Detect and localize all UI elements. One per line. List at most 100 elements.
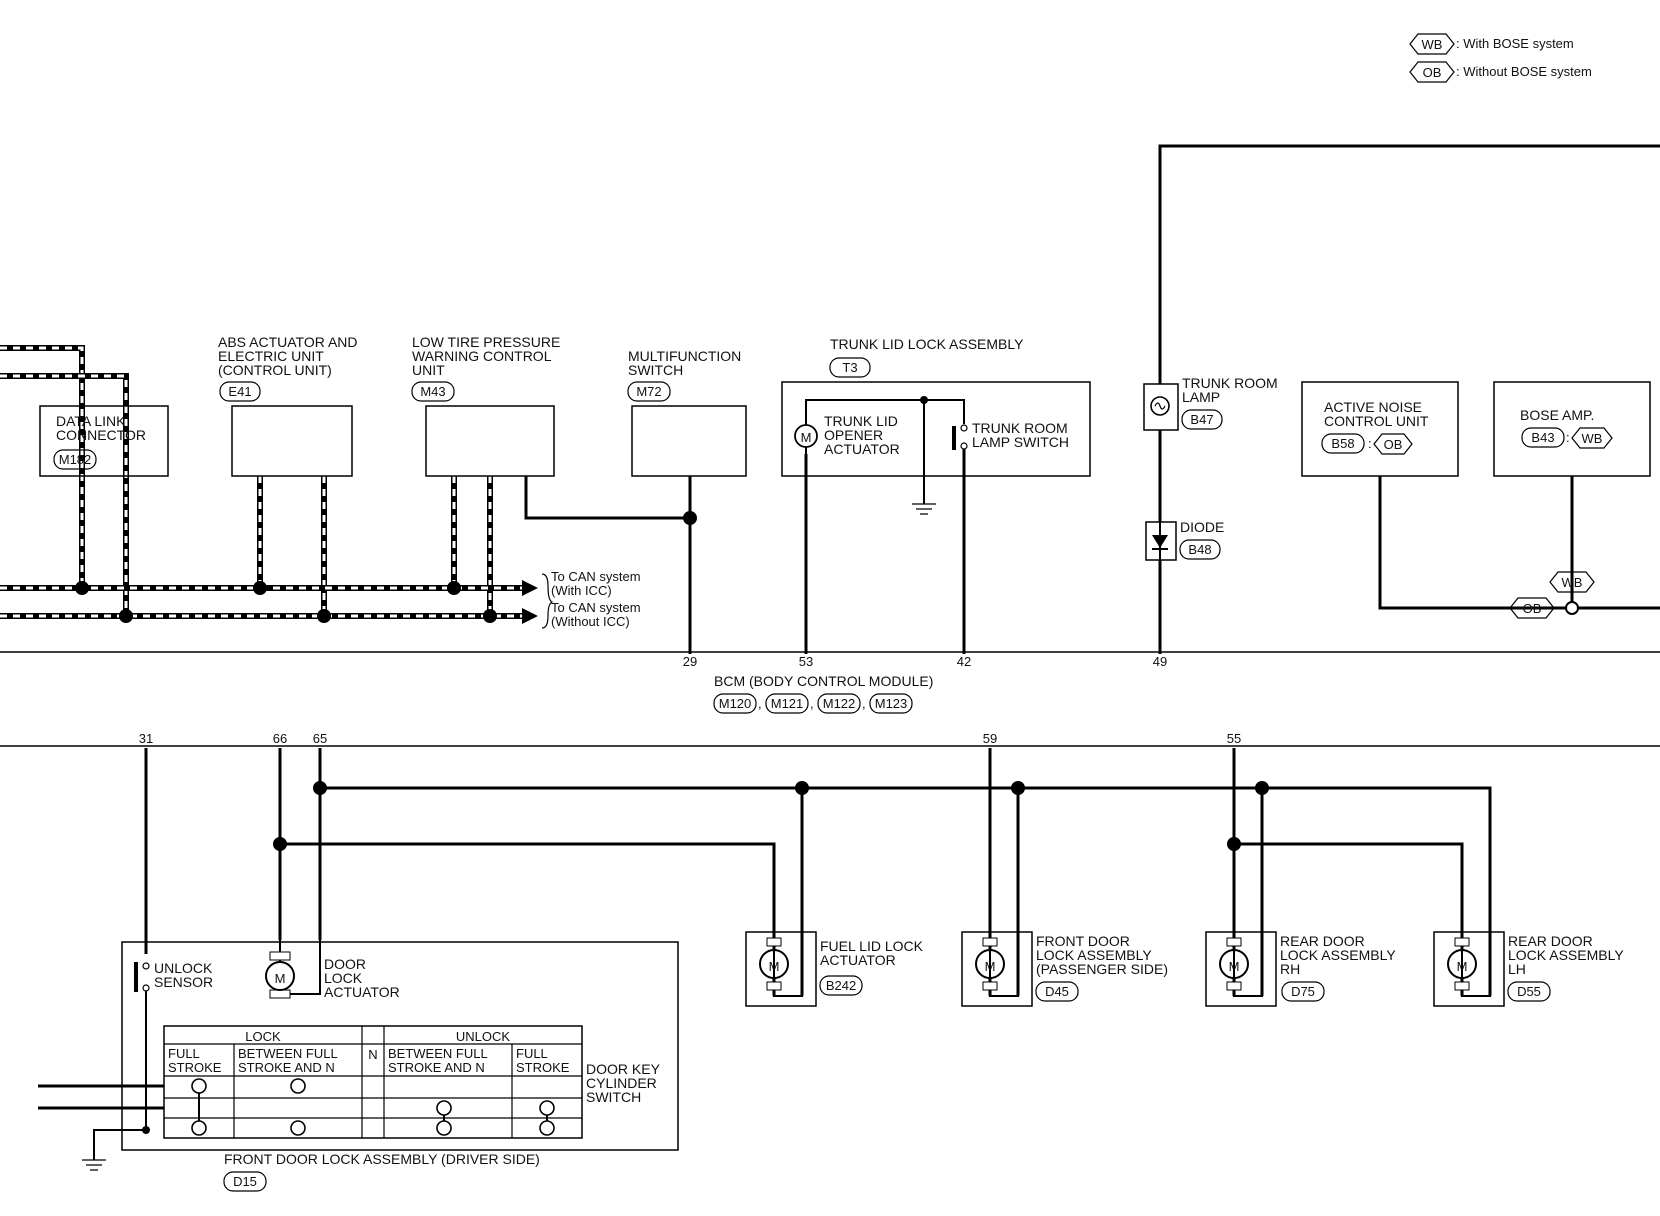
svg-text:STROKE AND N: STROKE AND N xyxy=(388,1060,485,1075)
svg-text:REAR DOOR: REAR DOOR xyxy=(1280,933,1365,949)
terminal-49: 49 xyxy=(1153,654,1167,669)
svg-text:SWITCH: SWITCH xyxy=(628,362,683,378)
svg-text:TRUNK ROOM: TRUNK ROOM xyxy=(1182,375,1278,391)
svg-text:LOCK ASSEMBLY: LOCK ASSEMBLY xyxy=(1280,947,1396,963)
connector-m72: M72 xyxy=(636,384,661,399)
svg-text:RH: RH xyxy=(1280,961,1300,977)
motor-icon xyxy=(265,961,295,991)
terminal-53: 53 xyxy=(799,654,813,669)
terminal-29: 29 xyxy=(683,654,697,669)
svg-text:LAMP: LAMP xyxy=(1182,389,1220,405)
tpms-control-unit: LOW TIRE PRESSURE WARNING CONTROL UNIT M… xyxy=(411,334,690,520)
svg-text:UNIT: UNIT xyxy=(412,362,445,378)
svg-text:FUEL LID LOCK: FUEL LID LOCK xyxy=(820,938,924,954)
front-door-lock-assembly-driver: UNLOCK SENSOR M DOOR LOCK ACTUATOR LOCK … xyxy=(38,940,679,1192)
svg-text:M122: M122 xyxy=(823,696,856,711)
connector-b58: B58 xyxy=(1331,436,1354,451)
can-with-icc-1: To CAN system xyxy=(551,569,641,584)
data-link-connector: DATA LINK CONNECTOR M182 xyxy=(39,405,169,477)
svg-text:ACTUATOR: ACTUATOR xyxy=(820,952,896,968)
terminal-31: 31 xyxy=(139,731,153,746)
svg-text:M121: M121 xyxy=(771,696,804,711)
connector-d45: D45 xyxy=(1045,984,1069,999)
connector-b242: B242 xyxy=(826,978,856,993)
svg-text:DATA LINK: DATA LINK xyxy=(56,413,126,429)
svg-text:ACTIVE NOISE: ACTIVE NOISE xyxy=(1324,399,1422,415)
fuel-lid-lock-actuator: M FUEL LID LOCK ACTUATOR B242 xyxy=(745,931,924,1007)
connector-t3: T3 xyxy=(842,360,857,375)
svg-text:FULL: FULL xyxy=(516,1046,548,1061)
legend: WB : With BOSE system OB : Without BOSE … xyxy=(1409,33,1592,83)
svg-text:LOCK: LOCK xyxy=(245,1029,281,1044)
svg-text:DOOR KEY: DOOR KEY xyxy=(586,1061,661,1077)
connector-m182: M182 xyxy=(59,452,92,467)
trunk-lid-lock-assembly: TRUNK LID LOCK ASSEMBLY T3 M TRUNK LID O… xyxy=(781,336,1091,654)
svg-text:LOW TIRE PRESSURE: LOW TIRE PRESSURE xyxy=(412,334,560,350)
svg-text:STROKE: STROKE xyxy=(168,1060,222,1075)
svg-text:TRUNK LID: TRUNK LID xyxy=(824,413,898,429)
svg-text:OB: OB xyxy=(1384,437,1403,452)
svg-text:SWITCH: SWITCH xyxy=(586,1089,641,1105)
svg-text:OB: OB xyxy=(1523,601,1542,616)
svg-text:,: , xyxy=(862,696,866,711)
can-bus: To CAN system (With ICC) To CAN system (… xyxy=(0,345,641,629)
svg-text:ABS ACTUATOR AND: ABS ACTUATOR AND xyxy=(218,334,358,350)
svg-text:LAMP SWITCH: LAMP SWITCH xyxy=(972,434,1069,450)
can-without-icc-2: (Without ICC) xyxy=(551,614,630,629)
svg-text:BETWEEN FULL: BETWEEN FULL xyxy=(238,1046,338,1061)
legend-wb-text: : With BOSE system xyxy=(1456,36,1574,51)
svg-text:ELECTRIC UNIT: ELECTRIC UNIT xyxy=(218,348,324,364)
terminal-42: 42 xyxy=(957,654,971,669)
abs-control-unit: ABS ACTUATOR AND ELECTRIC UNIT (CONTROL … xyxy=(218,334,358,477)
svg-text:,: , xyxy=(810,696,814,711)
ground-icon xyxy=(82,1159,106,1171)
unlock-sensor-icon xyxy=(134,962,138,992)
svg-text:REAR DOOR: REAR DOOR xyxy=(1508,933,1593,949)
svg-text:(CONTROL UNIT): (CONTROL UNIT) xyxy=(218,362,332,378)
legend-ob-tag: OB xyxy=(1423,65,1442,80)
svg-text:BETWEEN FULL: BETWEEN FULL xyxy=(388,1046,488,1061)
svg-text:FRONT DOOR: FRONT DOOR xyxy=(1036,933,1130,949)
svg-text:OPENER: OPENER xyxy=(824,427,883,443)
svg-text:UNLOCK: UNLOCK xyxy=(154,960,213,976)
svg-text::: : xyxy=(1368,436,1372,451)
can-without-icc-1: To CAN system xyxy=(551,600,641,615)
svg-text:CYLINDER: CYLINDER xyxy=(586,1075,657,1091)
svg-text:TRUNK ROOM: TRUNK ROOM xyxy=(972,420,1068,436)
legend-ob-text: : Without BOSE system xyxy=(1456,64,1592,79)
rear-door-lock-assembly-lh: M REAR DOOR LOCK ASSEMBLY LH D55 xyxy=(1433,931,1624,1007)
connector-e41: E41 xyxy=(228,384,251,399)
svg-text:FULL: FULL xyxy=(168,1046,200,1061)
svg-text:M: M xyxy=(801,430,812,445)
svg-text:(PASSENGER SIDE): (PASSENGER SIDE) xyxy=(1036,961,1168,977)
bcm-module: 29 53 42 49 BCM (BODY CONTROL MODULE) M1… xyxy=(0,651,1660,747)
svg-text:ACTUATOR: ACTUATOR xyxy=(324,984,400,1000)
svg-text:UNLOCK: UNLOCK xyxy=(456,1029,511,1044)
svg-text:CONTROL UNIT: CONTROL UNIT xyxy=(1324,413,1429,429)
svg-text:WB: WB xyxy=(1562,575,1583,590)
svg-text:LOCK: LOCK xyxy=(324,970,363,986)
multifunction-switch: MULTIFUNCTION SWITCH M72 xyxy=(627,348,747,654)
svg-text:BOSE AMP.: BOSE AMP. xyxy=(1520,407,1594,423)
door-key-cylinder-switch-table: LOCK UNLOCK N FULL STROKE BETWEEN FULL S… xyxy=(163,1025,661,1139)
svg-text:LH: LH xyxy=(1508,961,1526,977)
connector-d75: D75 xyxy=(1291,984,1315,999)
terminal-55: 55 xyxy=(1227,731,1241,746)
svg-text:CONNECTOR: CONNECTOR xyxy=(56,427,146,443)
terminal-59: 59 xyxy=(983,731,997,746)
svg-text:WB: WB xyxy=(1582,431,1603,446)
connector-b48: B48 xyxy=(1188,542,1211,557)
motor-icon xyxy=(794,424,818,448)
svg-text:WARNING CONTROL: WARNING CONTROL xyxy=(412,348,552,364)
svg-text:M123: M123 xyxy=(875,696,908,711)
terminal-65: 65 xyxy=(313,731,327,746)
svg-text:M: M xyxy=(275,971,286,986)
svg-text:MULTIFUNCTION: MULTIFUNCTION xyxy=(628,348,741,364)
front-door-lock-assembly-passenger: M FRONT DOOR LOCK ASSEMBLY (PASSENGER SI… xyxy=(961,931,1168,1007)
trunk-room-lamp: TRUNK ROOM LAMP B47 xyxy=(1143,144,1660,654)
svg-text:FRONT DOOR LOCK ASSEMBLY (DRI: FRONT DOOR LOCK ASSEMBLY (DRIVER SIDE) xyxy=(224,1151,540,1167)
svg-text:DIODE: DIODE xyxy=(1180,519,1224,535)
diode: DIODE B48 xyxy=(1145,519,1224,561)
legend-wb-tag: WB xyxy=(1422,37,1443,52)
